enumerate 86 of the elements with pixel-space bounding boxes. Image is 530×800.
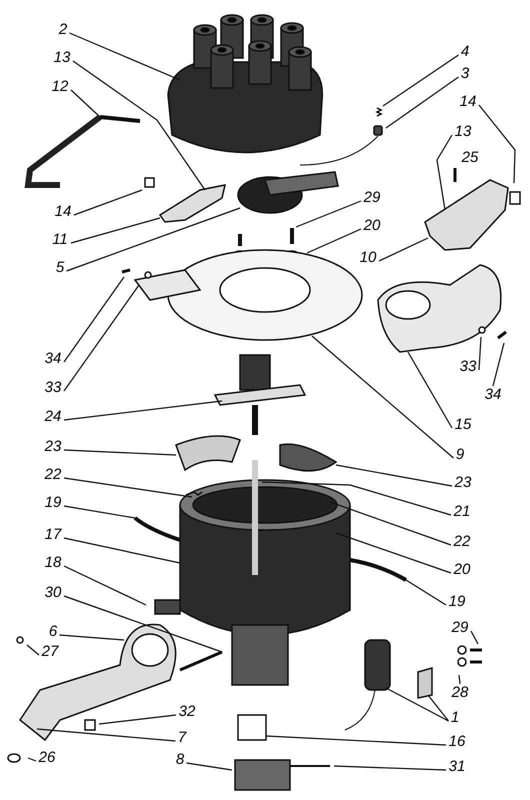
leader-line (64, 276, 124, 362)
leader-line (72, 60, 206, 190)
leader-line (436, 134, 453, 210)
callout-number: 22 (451, 533, 473, 551)
leader-line (428, 694, 449, 722)
leader-line (74, 189, 142, 216)
callout-number: 30 (42, 584, 64, 602)
leader-line (386, 76, 459, 128)
callout-number: 5 (54, 259, 66, 277)
leader-line (492, 342, 505, 386)
leader-line (64, 449, 176, 456)
leader-line (64, 565, 146, 606)
callout-number: 29 (449, 619, 471, 637)
callout-number: 11 (49, 231, 71, 249)
leader-line (69, 32, 180, 81)
leader-line (378, 237, 428, 262)
leader-line (186, 762, 232, 771)
leader-line (28, 757, 36, 762)
callout-number: 19 (446, 593, 468, 611)
leader-line (406, 580, 446, 606)
callout-number: 32 (176, 703, 198, 721)
callout-number: 14 (457, 93, 479, 111)
leader-line (98, 714, 176, 725)
leader-line (26, 644, 40, 656)
callout-number: 17 (42, 526, 64, 544)
leader-line (70, 90, 100, 118)
callout-number: 9 (454, 446, 466, 464)
callout-number: 15 (452, 416, 474, 434)
callout-number: 19 (42, 494, 64, 512)
callout-number: 3 (458, 65, 472, 83)
leader-line (478, 104, 516, 184)
leader-line (64, 284, 140, 392)
callout-number: 16 (446, 733, 468, 751)
callout-number: 33 (457, 358, 479, 376)
callout-number: 27 (39, 643, 61, 661)
leader-line (386, 687, 449, 722)
leader-line (296, 200, 362, 228)
callout-number: 8 (174, 751, 186, 769)
leader-line (407, 352, 453, 428)
leader-line (262, 481, 452, 516)
leader-line (306, 228, 362, 254)
leader-line (334, 765, 446, 771)
leader-line (70, 217, 160, 244)
callout-number: 24 (42, 408, 64, 426)
callout-number: 25 (460, 149, 480, 167)
leader-line (470, 630, 479, 644)
leader-line (64, 505, 136, 519)
callout-number: 6 (46, 623, 60, 641)
callout-number: 14 (52, 203, 74, 221)
callout-number: 22 (42, 466, 64, 484)
callout-number: 21 (451, 503, 473, 521)
leader-line (336, 532, 452, 574)
callout-number: 29 (361, 189, 383, 207)
callout-number: 12 (49, 78, 71, 96)
leader-line (64, 400, 222, 421)
callout-number: 13 (51, 49, 73, 67)
callout-number: 20 (451, 561, 473, 579)
callout-number: 1 (448, 709, 462, 727)
leader-line (478, 336, 482, 370)
callout-number: 10 (357, 249, 379, 267)
callout-number: 31 (446, 758, 468, 776)
callout-number: 4 (458, 43, 472, 61)
leader-line (266, 735, 446, 746)
leader-line (64, 595, 222, 653)
callout-number: 13 (452, 123, 474, 141)
callout-number: 33 (42, 379, 64, 397)
leader-line (59, 634, 124, 641)
callout-number: 18 (42, 554, 64, 572)
leader-line (330, 501, 452, 546)
leader-line (66, 207, 240, 272)
leader-line (382, 54, 459, 106)
callout-number: 26 (36, 749, 58, 767)
leader-line (312, 336, 454, 458)
callout-number: 23 (452, 474, 474, 492)
callout-number: 20 (361, 217, 383, 235)
leader-line (64, 537, 180, 564)
callout-number: 23 (42, 438, 64, 456)
leader-line (458, 674, 461, 684)
leader-line (36, 728, 176, 742)
callout-number: 34 (42, 350, 64, 368)
callout-number: 34 (482, 386, 504, 404)
leader-line (336, 464, 452, 487)
callout-number: 28 (449, 684, 471, 702)
callout-number: 7 (176, 729, 188, 747)
callout-number: 2 (56, 21, 70, 39)
leader-line (64, 477, 192, 498)
